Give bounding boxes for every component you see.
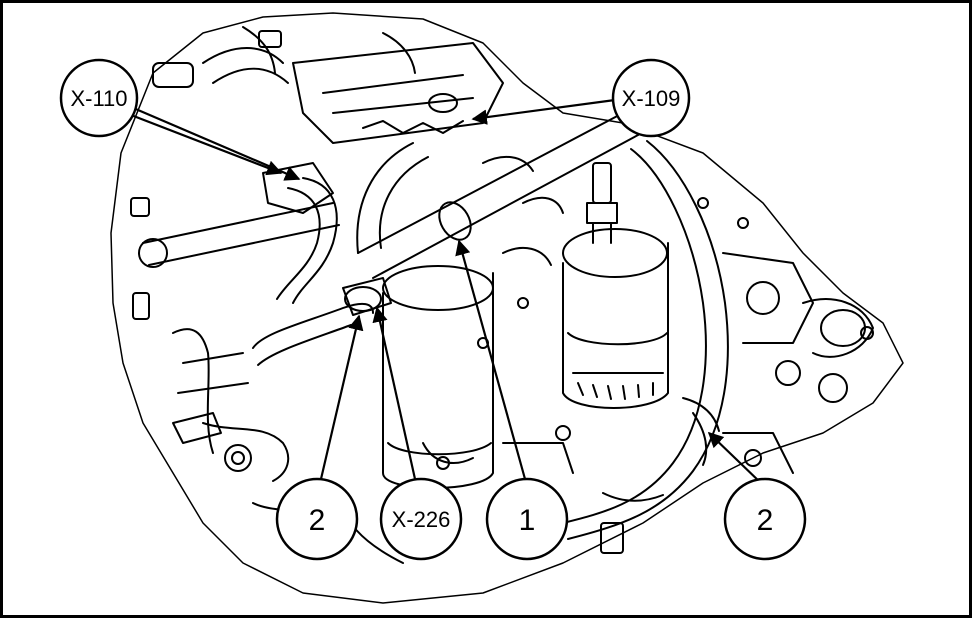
- leader-x226: [372, 306, 417, 480]
- leader-x110-b: [130, 113, 283, 176]
- callout-x109-label: X-109: [622, 86, 681, 111]
- leader-x110-a: [130, 105, 301, 181]
- callout-one: 1: [485, 477, 569, 561]
- engine-diagram: X-110 X-109 2 X-226 1 2: [59, 12, 904, 604]
- leader-right2: [707, 431, 764, 486]
- callout-x109: X-109: [611, 58, 691, 138]
- callout-right-2: 2: [723, 477, 807, 561]
- callout-left-2: 2: [275, 477, 359, 561]
- callout-one-label: 1: [519, 504, 536, 537]
- leader-left2: [319, 314, 364, 480]
- callout-x110: X-110: [59, 58, 139, 138]
- callout-left-2-label: 2: [309, 504, 326, 537]
- leader-lines: [130, 98, 764, 486]
- callout-right-2-label: 2: [757, 504, 774, 537]
- leader-x109: [471, 98, 616, 125]
- callout-x226: X-226: [379, 477, 463, 561]
- callout-x226-label: X-226: [392, 507, 451, 532]
- leader-one: [455, 239, 527, 480]
- callout-x110-label: X-110: [70, 86, 127, 111]
